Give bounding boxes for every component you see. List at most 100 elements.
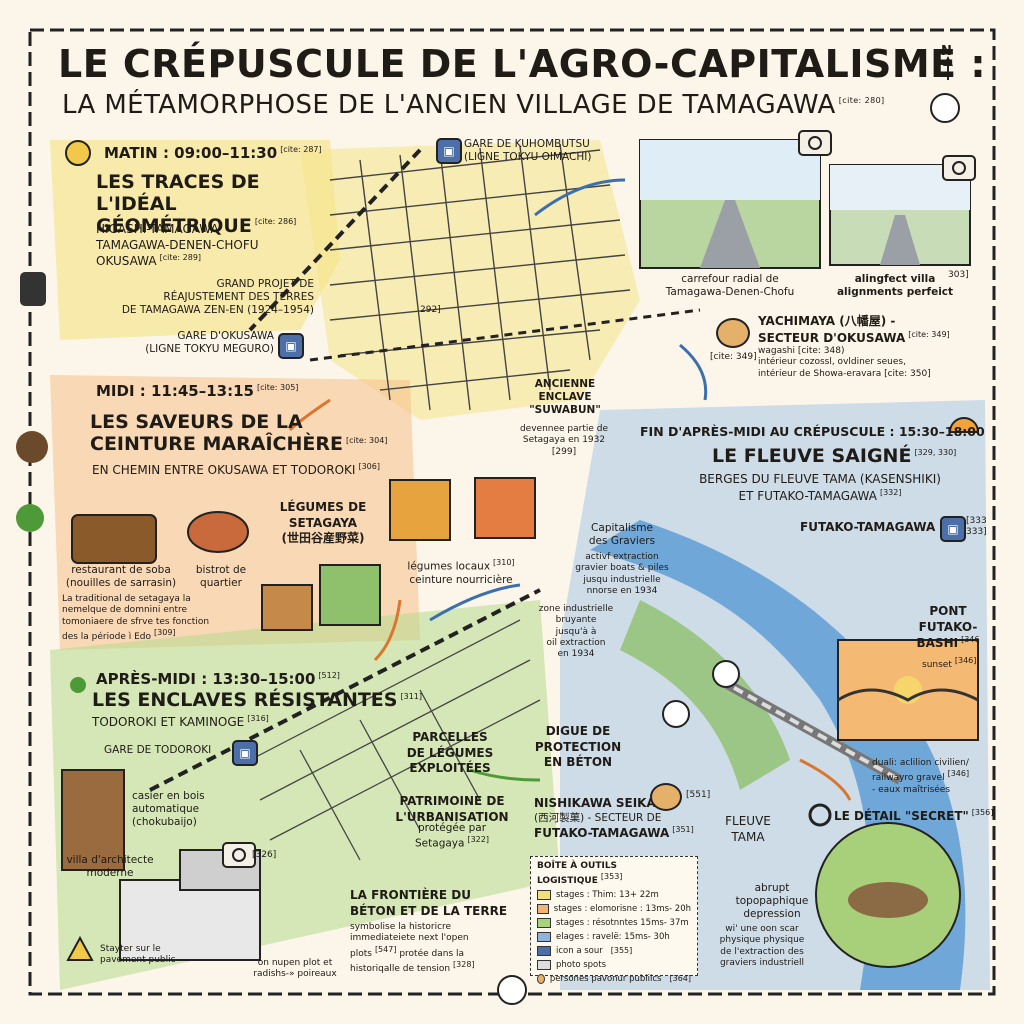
legend-item-label: stages : résotnntes 15ms- 37m xyxy=(556,917,689,928)
river-bank xyxy=(620,600,790,790)
modern-villa xyxy=(119,879,261,961)
camera-icon-2 xyxy=(942,155,976,181)
apres-time: APRÈS-MIDI : 13:30–15:00[512] xyxy=(96,670,340,688)
extraction-note: activf extraction gravier boats & piles … xyxy=(575,552,669,596)
route-arrows xyxy=(288,178,852,801)
nishikawa-wagashi-icon xyxy=(650,783,682,811)
soba-tray xyxy=(71,514,157,564)
matin-areas: HIGASHI-TAMAGAWA TAMAGAWA-DENEN-CHOFU OK… xyxy=(96,222,259,269)
soba-caption: restaurant de soba (nouilles de sarrasin… xyxy=(65,564,177,590)
scar-note: wi' une oon scar physique physique de l'… xyxy=(719,924,805,968)
matin-time: MATIN : 09:00–11:30[cite: 287] xyxy=(104,144,322,162)
nishikawa-label: NISHIKAWA SEIKA (西河製菓) - SECTEUR DE FUTA… xyxy=(534,796,694,840)
tradition-text: La traditional de setagaya la nemelque d… xyxy=(62,594,210,642)
railway-oimachi xyxy=(248,148,422,332)
station-icon-futako: ▣ xyxy=(940,516,966,542)
photo2-caption: alingfect villa alignments perfeict xyxy=(836,273,954,299)
green-streets xyxy=(249,619,541,861)
train-icon-left xyxy=(20,272,46,306)
casier-caption: casier en bois automatique (chokubaijo) xyxy=(132,790,205,829)
legumes-label: LÉGUMES DE SETAGAYA (世田谷産野菜) xyxy=(279,500,367,546)
nishikawa-badge-cite: [551] xyxy=(686,790,711,800)
legend-swatch xyxy=(537,889,551,900)
fin-sub: BERGES DU FLEUVE TAMA (KASENSHIKI) ET FU… xyxy=(699,472,941,503)
sunset-icon xyxy=(948,417,980,433)
station-icon-okusawa: ▣ xyxy=(278,333,304,359)
patrimoine-label: PATRIMOINE DE L'URBANISATION xyxy=(395,794,509,824)
legend-item: stages : Thim: 13+ 22m xyxy=(537,888,691,902)
futako-label: FUTAKO-TAMAGAWA xyxy=(800,520,936,534)
yachimaya-left-cite: [cite: 349] xyxy=(710,352,757,362)
duali-note: duali: aclilion civilien/ railwayro grav… xyxy=(872,758,970,795)
digue-label: DIGUE DE PROTECTION EN BÉTON xyxy=(534,724,622,770)
frontiere-title: LA FRONTIÈRE DU BÉTON ET DE LA TERRE xyxy=(350,888,508,918)
legend-item-label: stages : Thim: 13+ 22m xyxy=(556,889,659,900)
station-icon-kuhombutsu: ▣ xyxy=(436,138,462,164)
station-icon-todoroki: ▣ xyxy=(232,740,258,766)
maneki-neko-bottom xyxy=(497,975,527,1005)
ref-292: 292] xyxy=(420,305,441,315)
photo1-caption: carrefour radial de Tamagawa-Denen-Chofu xyxy=(665,273,795,299)
legend-item: stages : elomorisne : 13ms- 20h xyxy=(537,902,691,916)
sun-icon xyxy=(65,140,91,166)
midi-time: MIDI : 11:45–13:15[cite: 305] xyxy=(96,382,299,400)
legend-item-label: elages : ravelë: 15ms- 30h xyxy=(556,931,670,942)
north-label: N xyxy=(941,44,952,59)
futako-cite: [333 333] xyxy=(966,516,987,538)
zone-note: zone industrielle bruyante jusqu'à à oil… xyxy=(538,604,614,659)
food-icon-left xyxy=(16,504,44,532)
bowl-icon-left xyxy=(16,431,48,463)
river-camera-badge xyxy=(712,660,740,688)
locaux-caption: légumes locaux[310] ceinture nourricière xyxy=(407,558,515,586)
bistrot-bowl xyxy=(187,511,249,553)
fin-title: LE FLEUVE SAIGNÉ[329, 330] xyxy=(712,445,957,467)
legend-box: BOÎTE À OUTILS LOGISTIQUE[353] stages : … xyxy=(530,856,698,984)
project-label: GRAND PROJET DE RÉAJUSTEMENT DES TERRES … xyxy=(121,278,314,317)
magnifier-icon xyxy=(808,803,832,827)
frontiere-text: symbolise la historicre immediateiete ne… xyxy=(350,922,475,974)
parcelles-label: PARCELLES DE LÉGUMES EXPLOITÉES xyxy=(406,730,494,776)
yachimaya-title: YACHIMAYA (八幡屋) - SECTEUR D'OKUSAWA[cite… xyxy=(758,314,950,345)
capital-label: Capitalisme des Graviers xyxy=(588,522,656,548)
legend-swatch xyxy=(537,931,551,942)
gare-okusawa: GARE D'OKUSAWA (LIGNE TOKYU MEGURO) xyxy=(145,330,274,356)
gare-todoroki: GARE DE TODOROKI xyxy=(104,744,212,756)
legend-item-label: stages : elomorisne : 13ms- 20h xyxy=(553,903,691,914)
pont-sunset-caption: sunset[346] xyxy=(922,656,977,670)
navets-caption: on nupen plot et radishs-» poireaux xyxy=(253,958,337,980)
page-title: LE CRÉPUSCULE DE L'AGRO-CAPITALISME : xyxy=(58,42,987,86)
detail-secret-title: LE DÉTAIL "SECRET"[356] xyxy=(834,808,994,823)
legend-title: BOÎTE À OUTILS LOGISTIQUE[353] xyxy=(537,861,623,887)
midi-title: LES SAVEURS DE LA CEINTURE MARAÎCHÈRE[ci… xyxy=(90,411,388,455)
warning-icon xyxy=(66,935,94,961)
apres-title: LES ENCLAVES RÉSISTANTES[311] xyxy=(92,689,422,711)
enclave-suwabun: ANCIENNE ENCLAVE "SUWABUN" xyxy=(529,378,601,417)
street-grid xyxy=(329,143,631,411)
digue-person-icon xyxy=(662,700,690,728)
zone-matin-wash xyxy=(50,140,340,340)
camera-icon-villa xyxy=(222,842,256,868)
legend-icon-row: icon a sour[355] xyxy=(537,944,691,958)
bistrot-caption: bistrot de quartier xyxy=(195,564,247,590)
wooden-locker xyxy=(61,769,125,871)
legend-swatch xyxy=(537,917,551,928)
patrimoine-note: protégée par Setagaya[322] xyxy=(415,822,489,850)
vegetable-stall xyxy=(319,564,381,626)
legend-items: stages : Thim: 13+ 22m stages : elomorisn… xyxy=(537,888,691,944)
yachimaya-desc: wagashi [cite: 348) intérieur cozossl, o… xyxy=(758,346,931,379)
gare-kuhombutsu: GARE DE KUHOMBUTSU (LIGNE TOKYU OIMACHI) xyxy=(464,138,592,164)
pont-label: PONT FUTAKO- BASHI[346 xyxy=(916,604,980,651)
midi-sub: EN CHEMIN ENTRE OKUSAWA ET TODOROKI[306] xyxy=(92,462,380,477)
wagashi-icon xyxy=(716,318,750,348)
photo2-cite: 303] xyxy=(948,270,969,280)
walker-icon xyxy=(70,677,86,693)
legend-item: stages : résotnntes 15ms- 37m xyxy=(537,916,691,930)
legend-persons-row: persones pavonur publiics[364] xyxy=(537,972,691,986)
villa-cite: [326] xyxy=(252,850,277,860)
legend-photo-row: photo spots xyxy=(537,958,691,972)
vegetable-cart-2 xyxy=(474,477,536,539)
apres-sub: TODOROKI ET KAMINOGE[316] xyxy=(92,714,269,729)
warning-caption: Stayter sur le pavement public xyxy=(100,944,176,966)
